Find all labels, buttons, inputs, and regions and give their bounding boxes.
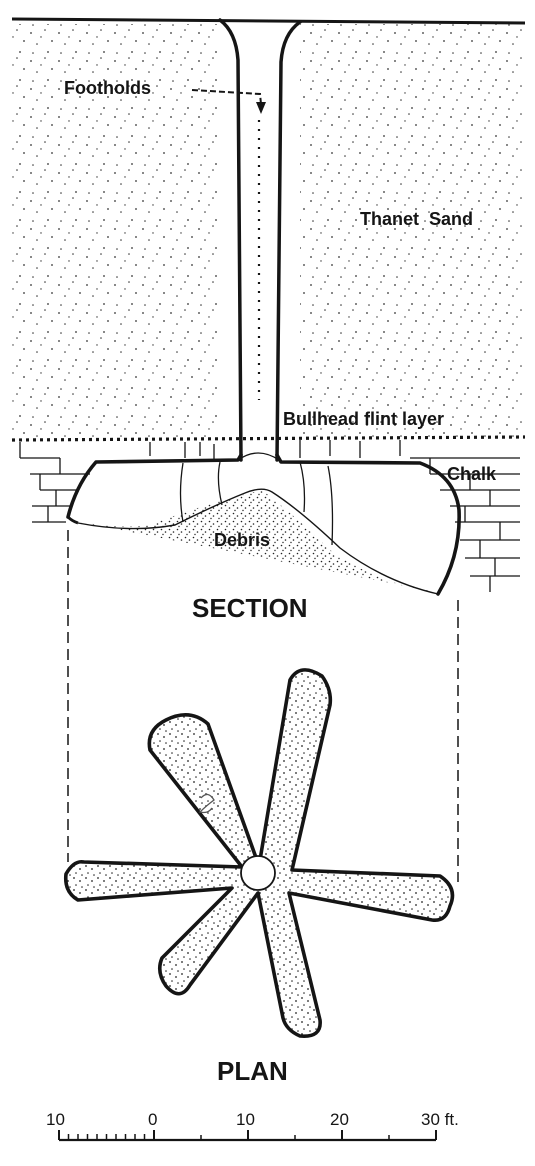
label-debris: Debris <box>214 530 271 550</box>
chalk-blocks <box>19 440 520 592</box>
plan-shaft-circle <box>240 855 276 891</box>
scale-tick-label: 10 <box>236 1110 255 1129</box>
thanet-sand-area <box>12 24 523 439</box>
label-footholds: Footholds <box>64 78 151 98</box>
scale-tick-label: 30 ft. <box>421 1110 459 1129</box>
scale-bar <box>58 1130 437 1142</box>
label-bullhead-flint-layer: Bullhead flint layer <box>283 409 445 429</box>
footholds-arrow <box>191 89 266 114</box>
projection-lines <box>67 530 459 882</box>
shaft <box>218 18 302 462</box>
bullhead-flint-layer <box>11 435 526 442</box>
chamber-section <box>66 452 461 596</box>
ground-surface-line <box>11 17 526 25</box>
plan-title: PLAN <box>217 1056 288 1086</box>
label-chalk: Chalk <box>447 464 497 484</box>
scale-tick-label: 20 <box>330 1110 349 1129</box>
section-title: SECTION <box>192 593 308 623</box>
plan-outline <box>63 668 455 1038</box>
scale-tick-label: 0 <box>148 1110 158 1129</box>
label-thanet-sand: Thanet Sand <box>360 209 474 229</box>
scale-tick-label: 10 <box>46 1110 65 1129</box>
plan-mark <box>198 793 215 814</box>
